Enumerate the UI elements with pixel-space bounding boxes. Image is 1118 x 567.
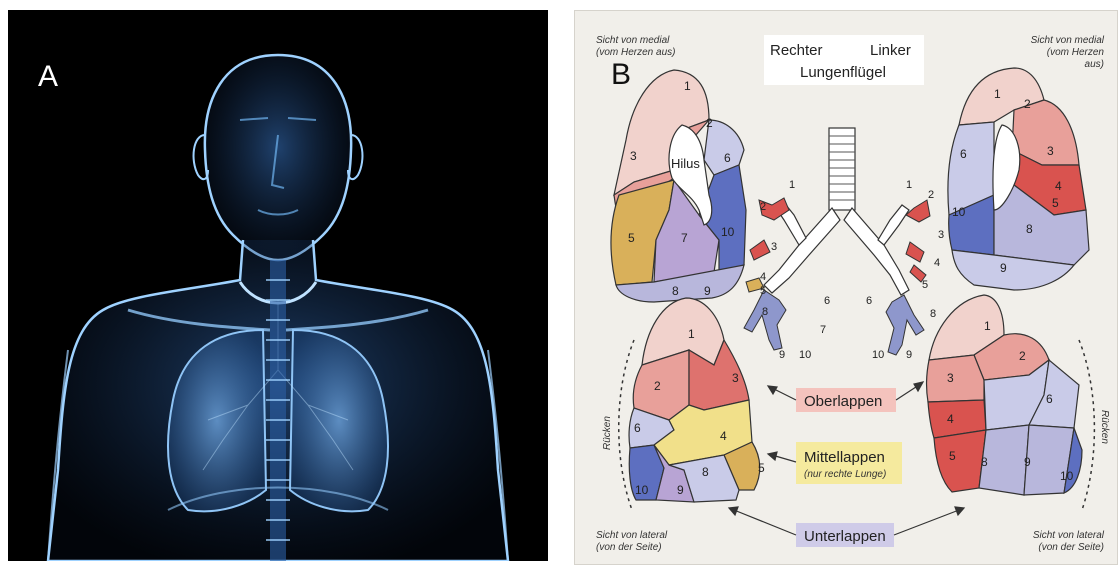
- seg-label-2: 2: [654, 379, 661, 393]
- bronchus-num-l3: 3: [938, 229, 944, 241]
- caption-lateral-bl-2: (von der Seite): [596, 542, 662, 553]
- head-outline: [205, 55, 351, 260]
- lung-left-lateral: [927, 295, 1082, 495]
- bronchus-num-l2: 2: [928, 189, 934, 201]
- bronchus-num-r8: 8: [762, 306, 768, 318]
- bronchus-num-r9: 9: [779, 349, 785, 361]
- seg-label-3: 3: [947, 371, 954, 385]
- bronchus-num-r7: 7: [820, 324, 826, 336]
- ruecken-label-right: Rücken: [1099, 410, 1110, 444]
- seg-label-3: 3: [1047, 144, 1054, 158]
- bronchus-num-r10: 10: [799, 349, 811, 361]
- bronchus-right-3: [750, 240, 770, 260]
- back-dashed-line-right: [1079, 340, 1094, 510]
- title-lungenfluegel: Lungenflügel: [800, 64, 886, 81]
- xray-body-figure: [8, 10, 548, 561]
- caption-lateral-br-1: Sicht von lateral: [1033, 530, 1105, 541]
- bronchi-right-lower: [744, 290, 786, 350]
- legend-oberlappen: Oberlappen: [804, 393, 882, 410]
- bronchi-left-lower: [886, 295, 924, 355]
- seg-label-9: 9: [677, 483, 684, 497]
- seg-label-8: 8: [672, 284, 679, 298]
- hilus-label: Hilus: [671, 156, 700, 171]
- seg-label-1: 1: [688, 327, 695, 341]
- seg-label-8: 8: [1026, 222, 1033, 236]
- seg-label-6: 6: [960, 147, 967, 161]
- seg-label-5: 5: [628, 231, 635, 245]
- seg-label-5: 5: [949, 449, 956, 463]
- seg-label-3: 3: [732, 371, 739, 385]
- lung-segments-figure: Rechter Linker Lungenflügel Sicht von me…: [574, 10, 1118, 565]
- bronchus-num-r5: 5: [760, 285, 766, 297]
- seg-label-6: 6: [1046, 392, 1053, 406]
- seg-label-3: 3: [630, 149, 637, 163]
- lung-left-medial: [948, 68, 1089, 290]
- panel-a-body-illustration: A: [8, 10, 548, 561]
- caption-medial-tr-1: Sicht von medial: [1031, 35, 1105, 46]
- bronchus-num-r4: 4: [760, 271, 766, 283]
- seg-label-9: 9: [1024, 455, 1031, 469]
- bronchus-num-r2: 2: [760, 201, 766, 213]
- bronchus-num-r3: 3: [771, 241, 777, 253]
- seg-label-2: 2: [706, 116, 713, 130]
- seg-label-1: 1: [984, 319, 991, 333]
- seg-label-2: 2: [1019, 349, 1026, 363]
- caption-medial-tl-2: (vom Herzen aus): [596, 47, 675, 58]
- seg-label-4: 4: [720, 429, 727, 443]
- seg-label-1: 1: [684, 79, 691, 93]
- seg-label-4: 4: [1055, 179, 1062, 193]
- seg-label-10: 10: [1060, 469, 1074, 483]
- caption-lateral-br-2: (von der Seite): [1038, 542, 1104, 553]
- seg-label-4: 4: [947, 412, 954, 426]
- left-upper-bronchus: [878, 205, 909, 245]
- bronchus-left-3: [906, 242, 924, 262]
- seg-label-7: 7: [681, 231, 688, 245]
- bronchus-num-r6: 6: [824, 295, 830, 307]
- legend-unterlappen: Unterlappen: [804, 528, 886, 545]
- seg-label-10: 10: [952, 205, 966, 219]
- bronchus-num-l1: 1: [906, 179, 912, 191]
- bronchus-left-upper-segments: [906, 200, 930, 222]
- panel-label-b: B: [611, 58, 631, 92]
- bronchus-num-l10: 10: [872, 349, 884, 361]
- ruecken-label-left: Rücken: [602, 416, 613, 450]
- bronchus-num-r1: 1: [789, 179, 795, 191]
- legend-mittellappen: Mittellappen: [804, 449, 885, 466]
- lung-right-medial: [611, 70, 746, 302]
- bronchus-num-l5: 5: [922, 279, 928, 291]
- caption-medial-tr-3: aus): [1085, 59, 1104, 70]
- bronchus-num-l8: 8: [930, 308, 936, 320]
- seg-label-6: 6: [634, 421, 641, 435]
- seg-label-8: 8: [981, 455, 988, 469]
- bronchus-num-l4: 4: [934, 257, 940, 269]
- caption-medial-tr-2: (vom Herzen: [1047, 47, 1105, 58]
- seg-label-10: 10: [721, 225, 735, 239]
- panel-label-a: A: [38, 60, 58, 94]
- seg-label-6: 6: [724, 151, 731, 165]
- bronchus-num-l6: 6: [866, 295, 872, 307]
- bronchus-num-l9: 9: [906, 349, 912, 361]
- legend-mittellappen-note: (nur rechte Lunge): [804, 469, 886, 480]
- seg-label-9: 9: [704, 284, 711, 298]
- seg-label-1: 1: [994, 87, 1001, 101]
- caption-medial-tl-1: Sicht von medial: [596, 35, 670, 46]
- seg-label-10: 10: [635, 483, 649, 497]
- seg-label-9: 9: [1000, 261, 1007, 275]
- title-rechter: Rechter: [770, 42, 823, 59]
- seg-label-5: 5: [1052, 196, 1059, 210]
- caption-lateral-bl-1: Sicht von lateral: [596, 530, 668, 541]
- seg-label-2: 2: [1024, 97, 1031, 111]
- panel-b-lung-segment-diagram: Rechter Linker Lungenflügel Sicht von me…: [574, 10, 1118, 565]
- seg-label-8: 8: [702, 465, 709, 479]
- trachea: [829, 128, 855, 210]
- seg-label-5: 5: [758, 461, 765, 475]
- title-linker: Linker: [870, 42, 911, 59]
